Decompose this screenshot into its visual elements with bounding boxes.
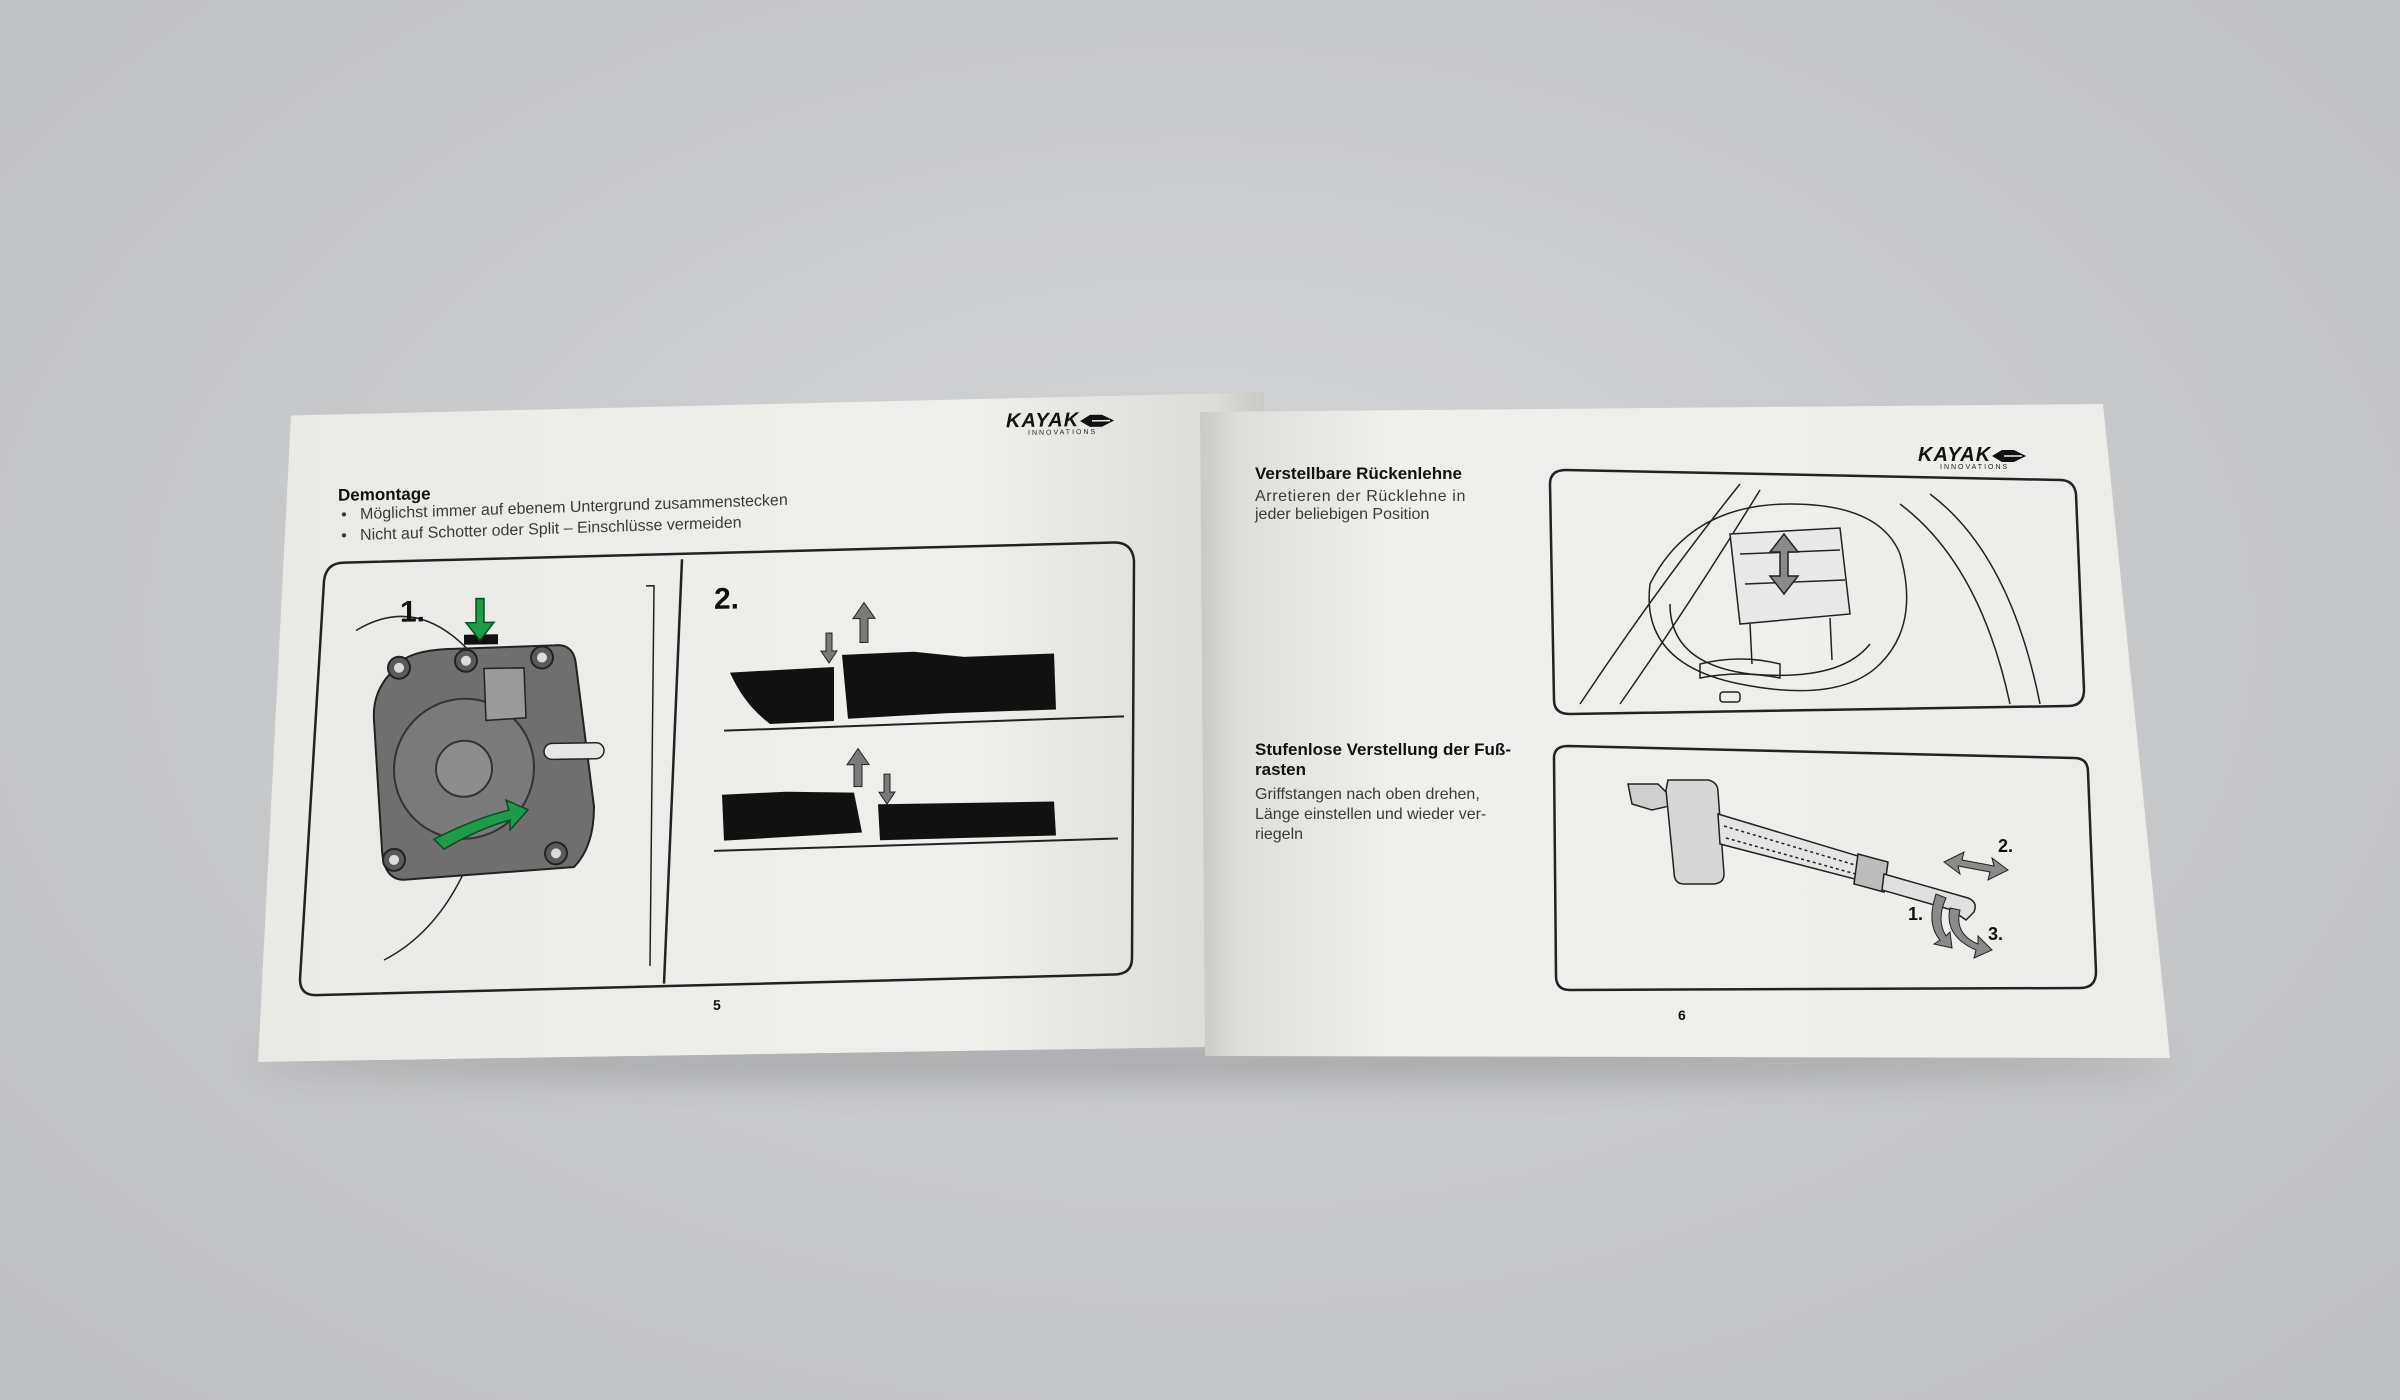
bullet-dot: • (341, 527, 361, 545)
footrest-text-line-3: riegeln (1255, 826, 1304, 843)
kayak-section-upper (724, 648, 1124, 730)
label-step-3: 3. (1988, 924, 2003, 944)
backrest-text-line-2: jeder beliebigen Position (1255, 506, 1430, 523)
section-heading-footrest-1: Stufenlose Verstellung der Fuß- (1255, 740, 1511, 759)
label-step-2: 2. (1998, 836, 2013, 856)
logo-subtext: INNOVATIONS (1940, 464, 2010, 471)
footrest-text-line-2: Länge einstellen und wieder ver- (1255, 806, 1487, 823)
paddle-logo-icon (1992, 450, 2026, 462)
page-number-right: 6 (1678, 1007, 1686, 1023)
illustration-frame (1548, 468, 2086, 716)
down-arrow-icon (879, 774, 895, 804)
down-arrow-icon (821, 633, 837, 663)
section-heading-backrest: Verstellbare Rückenlehne (1255, 464, 1462, 483)
backrest-illustration (1548, 468, 2086, 716)
curved-arrow-icon (434, 800, 528, 849)
illustration-frame (300, 542, 1134, 995)
left-page: KAYAK INNOVATIONS Demontage • Möglichst … (258, 386, 1264, 1082)
section-heading: Demontage (338, 484, 431, 505)
double-arrow-icon (1768, 532, 1800, 596)
double-arrow-icon (1943, 851, 2009, 881)
step-2-label: 2. (714, 582, 739, 615)
footrest-text-line-1: Griffstangen nach oben drehen, (1255, 786, 1480, 803)
up-arrow-icon (853, 602, 875, 642)
bullet-dot: • (341, 506, 361, 524)
page-number-left: 5 (713, 996, 721, 1013)
logo-text: KAYAK (1918, 444, 1992, 466)
right-page: KAYAK INNOVATIONS Verstellbare Rückenleh… (1200, 404, 2170, 1058)
seat-drawing (1579, 483, 2041, 705)
step-1-label: 1. (400, 595, 425, 628)
kayak-logo-icon: KAYAK INNOVATIONS (1918, 444, 2026, 471)
down-arrow-icon (466, 598, 494, 640)
paddle-logo-icon (1080, 413, 1116, 430)
section-heading-footrest-2: rasten (1255, 760, 1307, 779)
label-step-1: 1. (1908, 904, 1923, 924)
up-arrow-icon (847, 748, 869, 786)
curved-arrow-icon (1948, 907, 1993, 959)
illustration-frame (1552, 744, 2098, 992)
connector-drawing (356, 586, 654, 971)
backrest-text-line-1: Arretieren der Rücklehne in (1255, 488, 1466, 505)
illustration-divider (664, 559, 682, 983)
curved-arrow-icon (1931, 893, 1953, 949)
assembly-illustration: 1. 2. (294, 537, 1194, 1011)
footrest-rail-drawing (1627, 779, 1976, 921)
logo-subtext: INNOVATIONS (1028, 428, 1098, 437)
footrest-illustration: 2. 1. 3. (1552, 744, 2098, 992)
kayak-section-lower (714, 786, 1118, 850)
kayak-logo-icon: KAYAK INNOVATIONS (1006, 409, 1079, 433)
